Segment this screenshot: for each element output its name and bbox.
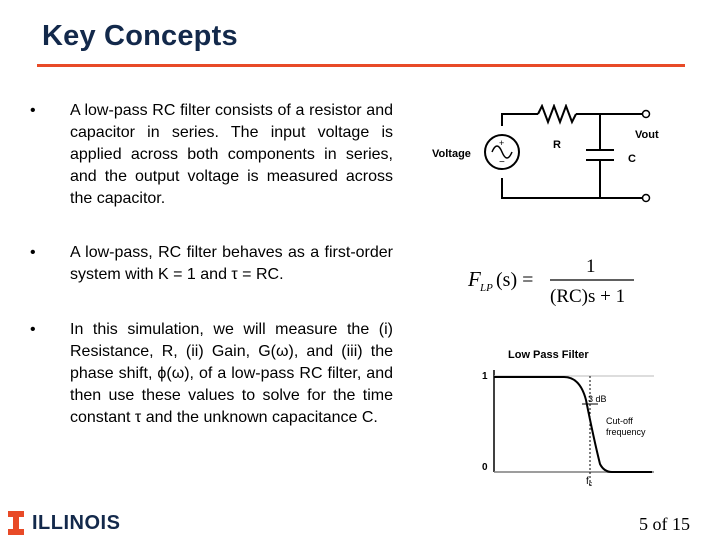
annotation-3db: 3 dB bbox=[588, 394, 607, 404]
formula-lhs-main: F bbox=[467, 267, 481, 291]
cutoff-label-line1: Cut-off bbox=[606, 416, 633, 426]
bullet-text: A low-pass RC filter consists of a resis… bbox=[70, 102, 393, 207]
svg-text:−: − bbox=[499, 157, 505, 168]
svg-text:+: + bbox=[499, 138, 504, 148]
rc-circuit-diagram: + − Voltage R C Vout bbox=[432, 104, 659, 203]
illinois-logo: ILLINOIS bbox=[8, 509, 120, 537]
bullet-marker: • bbox=[30, 321, 36, 338]
logo-wordmark: ILLINOIS bbox=[32, 511, 121, 534]
capacitor-label: C bbox=[628, 153, 636, 165]
voltage-label: Voltage bbox=[432, 148, 471, 160]
response-curve bbox=[494, 376, 652, 473]
ac-source-icon: + − bbox=[484, 134, 520, 170]
plot-title: Low Pass Filter bbox=[508, 349, 589, 361]
bullet-text: A low-pass, RC filter behaves as a first… bbox=[70, 244, 393, 283]
y-tick-1: 1 bbox=[482, 371, 488, 382]
title-underline bbox=[37, 64, 685, 67]
formula-denominator: (RC)s + 1 bbox=[550, 286, 625, 307]
output-label: Vout bbox=[635, 129, 659, 141]
fc-label: fc bbox=[586, 476, 593, 488]
block-i-icon bbox=[8, 511, 24, 535]
formula-lhs-sub: LP bbox=[479, 282, 493, 294]
page-number: 5 of 15 bbox=[639, 514, 690, 534]
bullet-marker: • bbox=[30, 244, 36, 261]
formula-lhs-arg: (s) = bbox=[496, 269, 533, 291]
output-terminal-bottom bbox=[641, 193, 651, 203]
output-terminal-top bbox=[641, 109, 651, 119]
transfer-function-formula: F LP (s) = 1 (RC)s + 1 bbox=[467, 256, 634, 307]
bullet-marker: • bbox=[30, 102, 36, 119]
low-pass-filter-plot: Low Pass Filter 1 0 3 dB Cut-off frequen… bbox=[482, 349, 654, 488]
bullet-text: In this simulation, we will measure the … bbox=[70, 321, 393, 426]
cutoff-label-line2: frequency bbox=[606, 427, 646, 437]
slide-title: Key Concepts bbox=[42, 20, 238, 52]
y-tick-0: 0 bbox=[482, 462, 488, 473]
resistor-label: R bbox=[553, 139, 561, 151]
formula-numerator: 1 bbox=[586, 256, 596, 277]
